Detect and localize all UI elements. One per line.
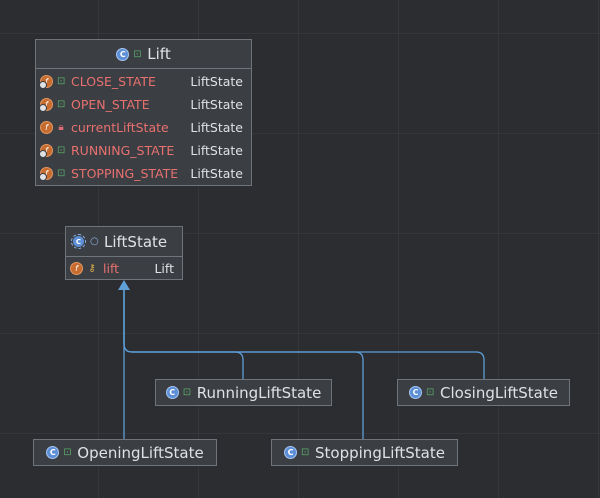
- field-icon: f: [40, 121, 53, 134]
- class-opening-title: OpeningLiftState: [77, 443, 204, 462]
- field-name: STOPPING_STATE: [71, 166, 179, 181]
- class-icon: C: [116, 47, 130, 61]
- field-row[interactable]: f 🔒︎ currentLiftState LiftState: [36, 116, 251, 139]
- class-lift-fields: f ⊡ CLOSE_STATE LiftState f ⊡ OPEN_STATE…: [36, 68, 251, 185]
- class-icon: C: [165, 386, 179, 399]
- public-visibility-icon: ⊡: [63, 447, 72, 458]
- class-stopping-header: C ⊡ StoppingLiftState: [272, 440, 457, 465]
- edge-closing-to-liftstate: [123, 286, 485, 379]
- static-field-icon: f: [39, 167, 53, 181]
- class-icon: C: [409, 386, 423, 399]
- static-field-icon: f: [39, 75, 53, 89]
- class-running-title: RunningLiftState: [196, 383, 322, 402]
- public-visibility-icon: ⊡: [182, 387, 192, 398]
- private-lock-icon: 🔒︎: [58, 122, 64, 133]
- field-type: LiftState: [190, 143, 243, 158]
- class-closing-title: ClosingLiftState: [440, 383, 558, 402]
- field-row[interactable]: f ⊡ STOPPING_STATE LiftState: [36, 162, 251, 185]
- field-icon: f: [70, 262, 83, 275]
- field-name: CLOSE_STATE: [71, 74, 156, 89]
- field-type: LiftState: [190, 97, 243, 112]
- class-lift[interactable]: C ⊡ Lift f ⊡ CLOSE_STATE LiftState f ⊡ O…: [35, 39, 252, 186]
- class-running-header: C ⊡ RunningLiftState: [156, 380, 331, 405]
- public-visibility-icon: ⊡: [301, 447, 310, 458]
- field-name: RUNNING_STATE: [71, 143, 175, 158]
- protected-key-icon: ⚷: [88, 263, 96, 274]
- class-liftstate-title: LiftState: [104, 232, 168, 251]
- public-visibility-icon: ⊡: [426, 387, 435, 398]
- class-closing-header: C ⊡ ClosingLiftState: [398, 380, 569, 405]
- class-liftstate-header: C ○ LiftState: [66, 227, 182, 256]
- field-type: LiftState: [190, 166, 243, 181]
- class-stopping-title: StoppingLiftState: [315, 443, 445, 462]
- class-lift-title: Lift: [147, 45, 171, 63]
- field-name: currentLiftState: [71, 120, 169, 135]
- edge-running-to-liftstate: [123, 286, 244, 379]
- field-row[interactable]: f ⊡ OPEN_STATE LiftState: [36, 93, 251, 116]
- public-visibility-icon: ⊡: [57, 168, 66, 179]
- field-row[interactable]: f ⚷ lift Lift: [66, 257, 182, 280]
- field-type: LiftState: [190, 120, 243, 135]
- class-openinglifstate[interactable]: C ⊡ OpeningLiftState: [33, 439, 217, 466]
- class-lift-header: C ⊡ Lift: [36, 40, 251, 68]
- field-type: Lift: [154, 261, 174, 276]
- class-liftstate[interactable]: C ○ LiftState f ⚷ lift Lift: [65, 226, 183, 280]
- inheritance-arrowhead: [118, 280, 130, 290]
- public-visibility-icon: ⊡: [57, 76, 66, 87]
- static-field-icon: f: [39, 144, 53, 158]
- class-icon: C: [46, 446, 60, 459]
- class-runninglifstate[interactable]: C ⊡ RunningLiftState: [155, 379, 332, 406]
- public-visibility-icon: ⊡: [133, 48, 142, 60]
- abstract-class-icon: C: [71, 234, 86, 249]
- field-row[interactable]: f ⊡ RUNNING_STATE LiftState: [36, 139, 251, 162]
- public-visibility-icon: ⊡: [57, 99, 66, 110]
- class-icon: C: [284, 446, 298, 459]
- public-visibility-icon: ⊡: [57, 145, 66, 156]
- package-visibility-icon: ○: [90, 236, 99, 247]
- class-liftstate-fields: f ⚷ lift Lift: [66, 256, 182, 280]
- field-name: lift: [103, 261, 120, 276]
- class-opening-header: C ⊡ OpeningLiftState: [34, 440, 216, 465]
- field-name: OPEN_STATE: [71, 97, 150, 112]
- static-field-icon: f: [39, 98, 53, 112]
- field-type: LiftState: [190, 74, 243, 89]
- class-stoppinglifstate[interactable]: C ⊡ StoppingLiftState: [271, 439, 458, 466]
- class-closinglifstate[interactable]: C ⊡ ClosingLiftState: [397, 379, 570, 406]
- field-row[interactable]: f ⊡ CLOSE_STATE LiftState: [36, 70, 251, 93]
